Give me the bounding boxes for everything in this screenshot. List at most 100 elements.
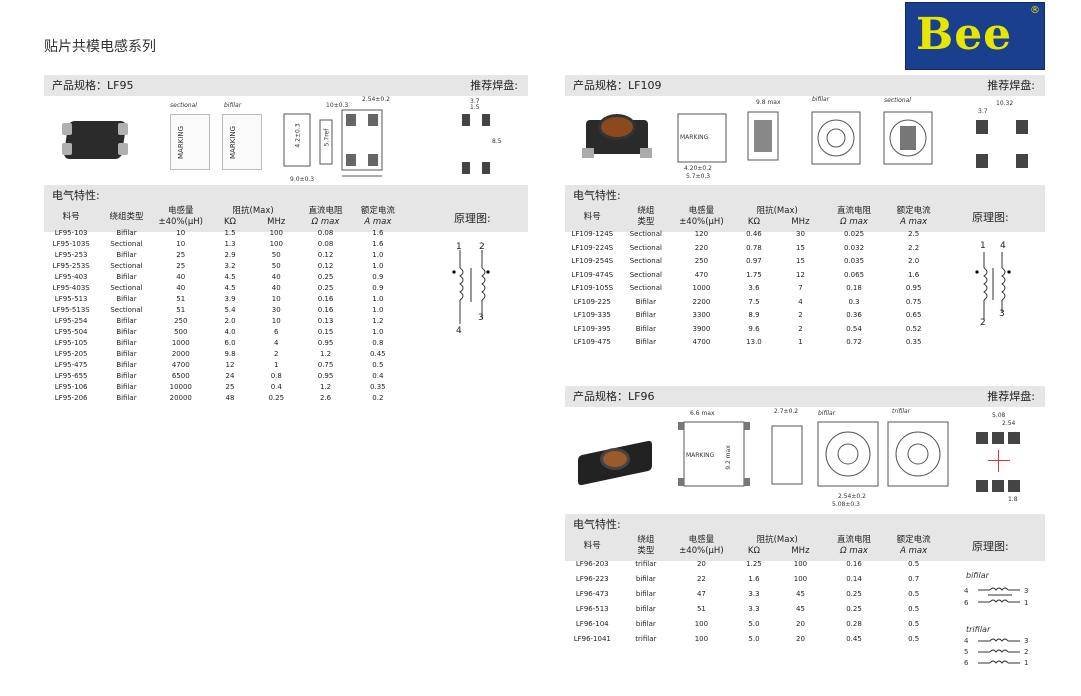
lf109-pin-1: 1: [980, 241, 986, 251]
table-cell: 4.5: [224, 273, 236, 281]
page-title: 贴片共模电感系列: [44, 39, 156, 55]
table-cell: 100: [269, 240, 283, 248]
table-cell: 1000: [692, 284, 711, 292]
lf109-sectional-caption: sectional: [884, 97, 911, 104]
table-cell: 25: [176, 251, 186, 259]
table-cell: 0.032: [843, 243, 865, 252]
table-cell: 1.25: [746, 560, 762, 568]
table-cell: 1.0: [372, 295, 384, 303]
lf96-schematic-label: 原理图:: [972, 540, 1009, 553]
table-cell: 4700: [692, 338, 711, 346]
lf96-schematic-trifilar-caption: trifilar: [966, 625, 991, 634]
table-cell: 30: [271, 306, 281, 314]
table-cell: 0.5: [908, 620, 920, 628]
lf95-pad-label: 推荐焊盘:: [470, 79, 518, 92]
table-cell: 1.2: [372, 317, 384, 325]
table-cell: 2.2: [908, 243, 920, 252]
table-cell: 0.13: [317, 317, 334, 325]
table-cell: LF109-224S: [571, 243, 614, 252]
table-cell: Bifilar: [116, 273, 137, 281]
table-cell: 0.72: [846, 338, 862, 346]
lf109-bifilar-caption: bifilar: [812, 96, 830, 103]
table-cell: 6500: [171, 372, 190, 380]
lf109-spec-bar: 产品规格：LF109 推荐焊盘:: [565, 75, 1045, 96]
table-cell: 3.6: [748, 284, 760, 292]
lf96-th-mhz: MHz: [791, 546, 810, 556]
lf95-marking-text-2: MARKING: [229, 125, 237, 159]
table-cell: 7: [798, 284, 803, 292]
lf96-th-ind-unit: ±40%(μH): [679, 546, 724, 556]
table-cell: LF96-1041: [573, 635, 611, 643]
table-cell: 0.5: [908, 590, 920, 598]
table-cell: 3300: [692, 311, 711, 319]
table-cell: 25: [225, 383, 235, 391]
lf109-pad-dim-b: 10.32: [996, 100, 1014, 107]
lf95-pin-2: 2: [479, 242, 485, 252]
lf96-dim-e: 5.08±0.3: [832, 501, 860, 508]
table-cell: LF95-105: [54, 339, 88, 347]
table-cell: 0.36: [846, 311, 862, 319]
lf95-th-imp: 阻抗(Max): [232, 206, 274, 216]
lf95-th-mhz: MHz: [267, 217, 286, 227]
lf95-sectional-caption: sectional: [170, 102, 197, 109]
table-cell: LF109-225: [573, 297, 611, 306]
lf96-th-winding: 绕组: [637, 535, 655, 545]
table-cell: Sectional: [110, 306, 143, 314]
lf96-marking-text: MARKING: [686, 452, 715, 459]
lf95-dim-e: 9.0±0.3: [290, 176, 315, 183]
table-cell: LF95-403S: [52, 284, 90, 292]
lf109-th-imp: 阻抗(Max): [756, 206, 798, 216]
table-cell: 10: [271, 295, 281, 303]
table-cell: LF109-395: [573, 324, 611, 333]
table-cell: LF95-513S: [52, 306, 90, 314]
lf109-th-part: 料号: [583, 211, 601, 222]
lf95-spec-label: 产品规格：LF95: [52, 79, 134, 92]
lf96-pad-dim-g: 2.54: [1002, 420, 1016, 427]
table-cell: LF95-205: [54, 350, 88, 358]
lf96-schematic-bifilar: [978, 587, 1020, 603]
lf109-pin-3: 3: [999, 309, 1005, 319]
lf96-th-dcr-unit: Ω max: [840, 546, 868, 556]
table-cell: 30: [795, 230, 805, 238]
table-cell: 1.75: [746, 270, 762, 279]
table-cell: 4: [798, 297, 803, 306]
table-cell: 0.08: [317, 240, 334, 248]
table-cell: Bifilar: [635, 311, 656, 319]
lf109-elec-bar: 电气特性:: [565, 185, 1045, 206]
table-cell: 0.45: [846, 635, 862, 643]
table-cell: 2: [798, 311, 803, 319]
lf96-dim-b: 2.7±0.2: [774, 408, 799, 415]
table-cell: trifilar: [635, 560, 657, 568]
table-cell: 2000: [171, 350, 190, 358]
table-cell: 4: [274, 339, 279, 347]
lf95-dimension-drawing: [283, 109, 383, 177]
table-cell: 3.3: [748, 605, 760, 613]
table-cell: Bifilar: [116, 394, 137, 402]
table-cell: 1.6: [748, 575, 760, 583]
table-cell: 250: [694, 257, 709, 265]
lf95-th-winding: 绕组类型: [109, 211, 144, 222]
lf95-elec-label: 电气特性:: [52, 189, 100, 202]
table-cell: 0.15: [317, 328, 334, 336]
lf95-elec-bar: 电气特性:: [44, 185, 528, 206]
table-cell: 0.08: [317, 229, 334, 237]
table-cell: LF95-403: [54, 273, 88, 281]
table-cell: 15: [795, 243, 805, 252]
table-cell: 0.3: [848, 297, 860, 306]
lf96-pad-label: 推荐焊盘:: [987, 390, 1035, 403]
lf95-table-header-bg: [44, 206, 528, 232]
lf95-marking-text: MARKING: [177, 125, 185, 159]
table-cell: 1.0: [372, 328, 384, 336]
table-cell: 13.0: [746, 338, 762, 346]
table-cell: 0.75: [317, 361, 334, 369]
lf109-dim-e: 5.7±0.3: [686, 173, 711, 180]
table-cell: 1.2: [319, 383, 332, 391]
table-cell: 4.5: [224, 284, 236, 292]
table-cell: 0.2: [372, 394, 384, 402]
